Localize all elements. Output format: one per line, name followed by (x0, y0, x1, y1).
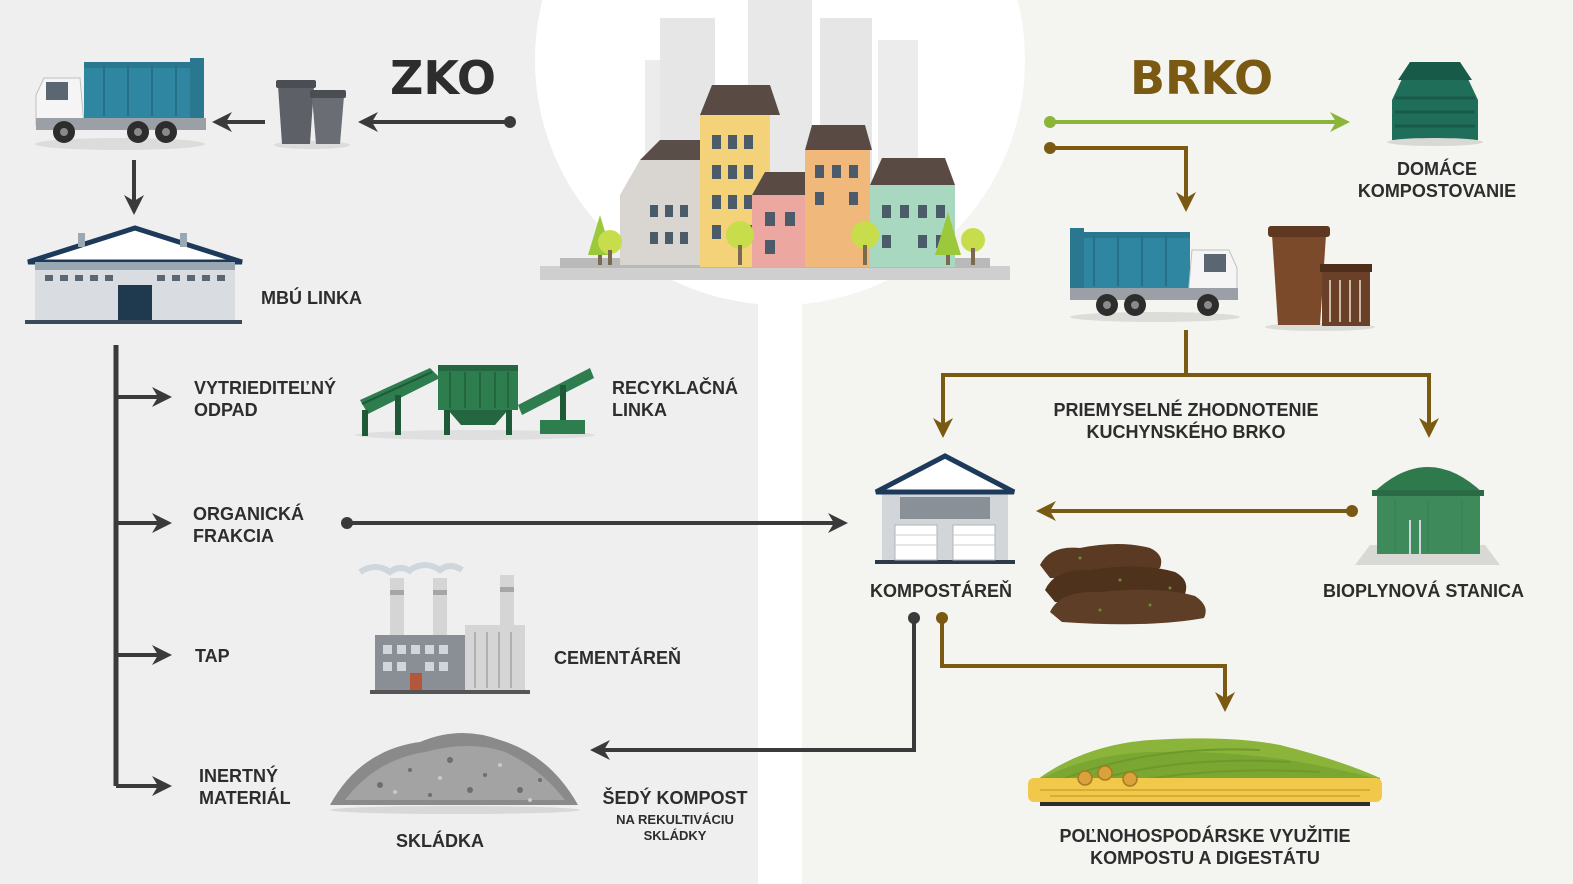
city-icon (540, 0, 1010, 280)
label-inertny-material: INERTNÝ MATERIÁL (199, 765, 291, 809)
label-line: MATERIÁL (199, 788, 291, 808)
garbage-truck-icon (35, 58, 206, 150)
biowaste-bin-icon (1265, 226, 1375, 331)
garbage-truck-icon (1070, 228, 1240, 322)
cement-factory-icon (358, 562, 530, 694)
label-line: LINKA (612, 400, 667, 420)
arrow-city-to-brko-truck (1044, 142, 1196, 212)
biogas-station-icon (1355, 467, 1500, 565)
label-line: DOMÁCE (1397, 159, 1477, 179)
label-line: PRIEMYSELNÉ ZHODNOTENIE (1053, 400, 1319, 420)
zko-title: ZKO (390, 51, 497, 105)
label-cementaren: CEMENTÁREŇ (554, 648, 682, 668)
label-mbu-linka: MBÚ LINKA (261, 288, 362, 308)
arrow-compost-to-landfill (590, 612, 920, 760)
landfill-pile-icon (330, 732, 580, 814)
arrow-biogas-to-compost (1036, 501, 1358, 521)
label-line: ŠEDÝ KOMPOST (602, 788, 748, 808)
label-line: KOMPOSTU A DIGESTÁTU (1090, 848, 1320, 868)
waste-bin-icon (274, 80, 350, 149)
label-organicka-frakcia: ORGANICKÁ FRAKCIA (193, 503, 304, 547)
label-line: KUCHYNSKÉHO BRKO (1086, 422, 1286, 442)
compost-plant-icon (874, 453, 1016, 564)
label-recyklacna-linka: RECYKLAČNÁ LINKA (612, 377, 738, 421)
label-line: RECYKLAČNÁ (612, 378, 738, 398)
arrow-city-to-home-compost (1044, 112, 1350, 132)
arrow-organic-to-compost (341, 513, 848, 533)
label-sedy-kompost-sub: NA REKULTIVÁCIU SKLÁDKY (602, 812, 748, 844)
label-sedy-kompost: ŠEDÝ KOMPOST (602, 787, 748, 809)
label-line: ORGANICKÁ (193, 504, 304, 524)
label-domace-kompostovanie: DOMÁCE KOMPOSTOVANIE (1342, 158, 1532, 202)
compost-pile-icon (1040, 544, 1206, 625)
label-line: KOMPOSTOVANIE (1357, 181, 1517, 201)
recycling-line-icon (355, 365, 595, 440)
label-polnohospodarske-vyuzitie: POĽNOHOSPODÁRSKE VYUŽITIE KOMPOSTU A DIG… (1040, 825, 1370, 869)
label-vytriedtelny-odpad: VYTRIEDITEĽNÝ ODPAD (194, 377, 336, 421)
label-line: VYTRIEDITEĽNÝ (194, 378, 337, 398)
label-line: INERTNÝ (199, 766, 279, 786)
field-icon (1028, 738, 1382, 806)
arrow-industrial-split (933, 330, 1439, 438)
arrow-city-to-bins (358, 112, 516, 132)
label-line: FRAKCIA (193, 526, 274, 546)
mbu-building-icon (25, 225, 243, 324)
label-tap: TAP (195, 646, 230, 666)
arrow-mbu-distribution (113, 345, 172, 796)
label-kompostaren: KOMPOSTÁREŇ (870, 581, 1013, 601)
label-line: NA REKULTIVÁCIU (616, 812, 734, 827)
home-composter-icon (1387, 62, 1483, 146)
arrow-compost-to-field (936, 612, 1235, 712)
brko-title: BRKO (1130, 51, 1274, 105)
label-skladka: SKLÁDKA (396, 831, 484, 851)
label-line: ODPAD (194, 400, 258, 420)
label-line: SKLÁDKY (643, 828, 707, 843)
label-bioplynova-stanica: BIOPLYNOVÁ STANICA (1323, 581, 1525, 601)
label-line: POĽNOHOSPODÁRSKE VYUŽITIE (1059, 826, 1351, 846)
label-priemyselne-zhodnotenie: PRIEMYSELNÉ ZHODNOTENIE KUCHYNSKÉHO BRKO (1040, 399, 1332, 443)
